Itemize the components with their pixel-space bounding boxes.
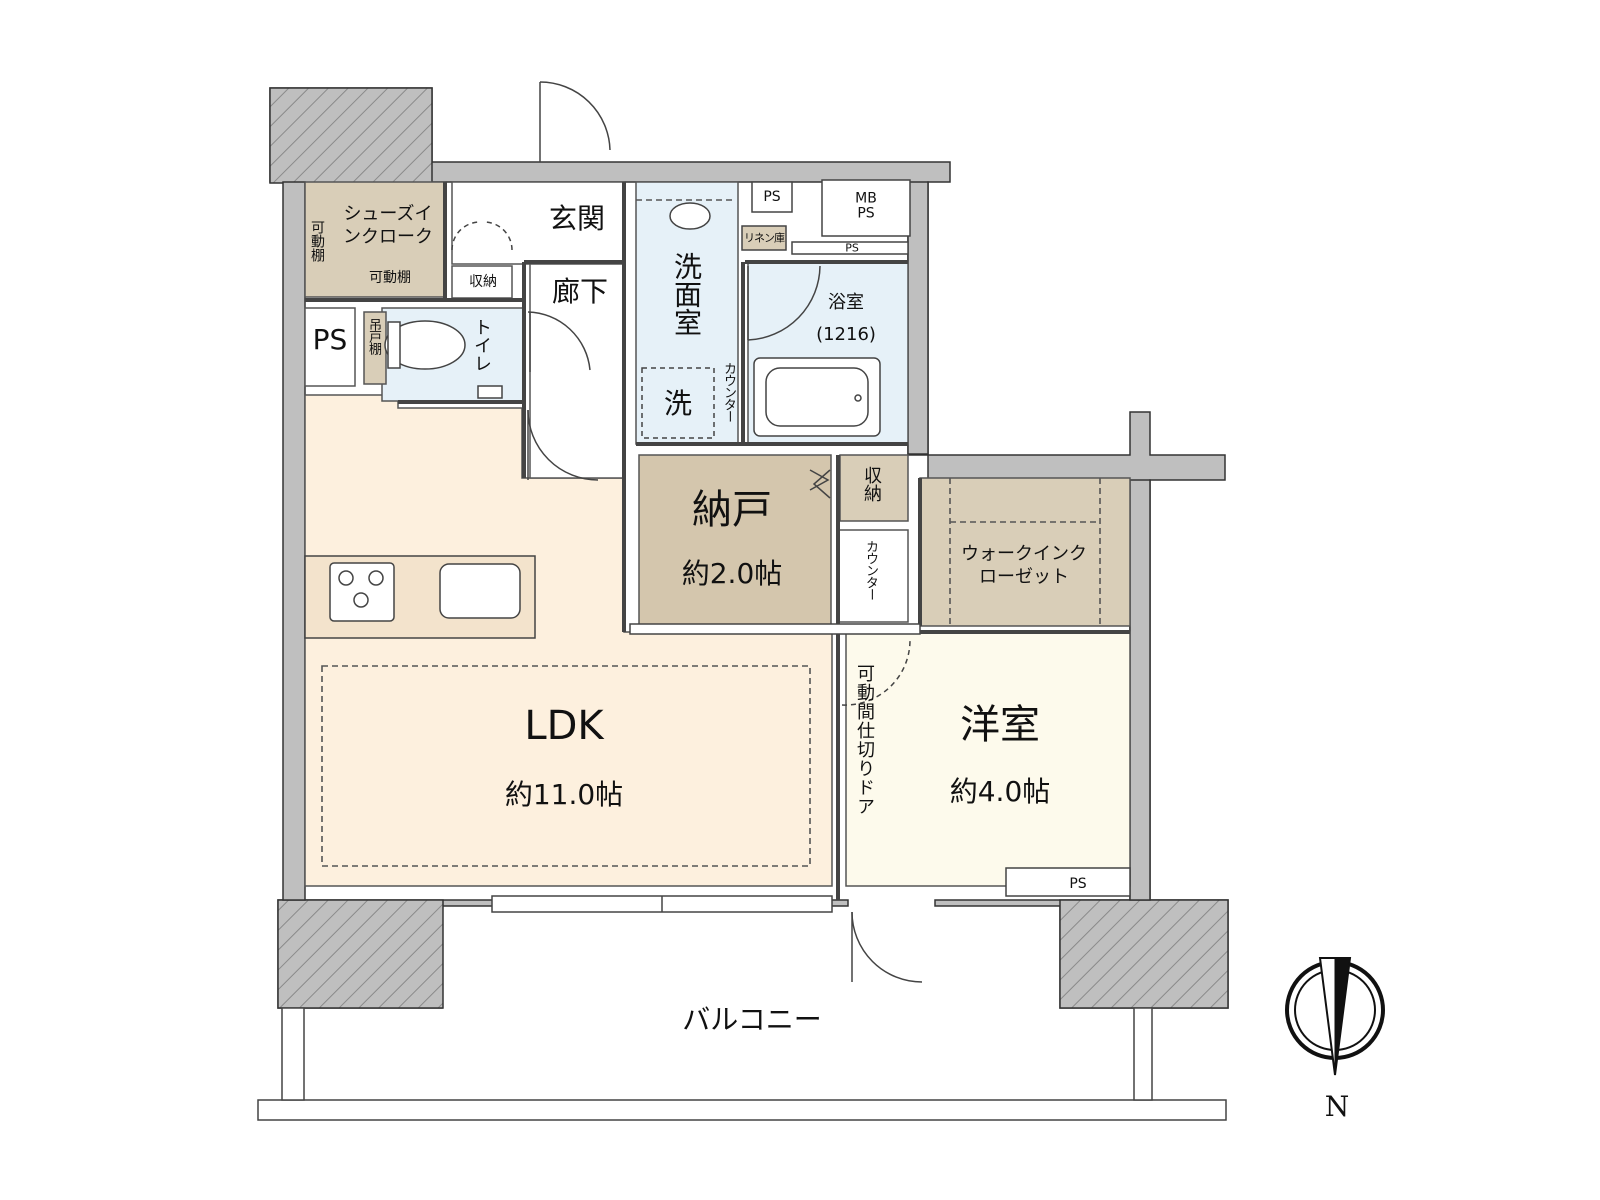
storage-small-floor <box>839 454 909 522</box>
compass-icon <box>1285 957 1385 1076</box>
storage-size: 約2.0帖 <box>681 557 783 590</box>
western-name: 洋室 <box>960 702 1040 748</box>
floors <box>304 181 1131 887</box>
movable-door-label: 可動間仕切りドア <box>854 664 875 816</box>
balcony <box>257 1007 1227 1121</box>
toilet-label: トイレ <box>471 318 492 372</box>
movable-shelf-horizontal: 可動棚 <box>369 270 411 286</box>
ps-strip-label: PS <box>845 241 859 255</box>
counter-storage-label: カウンター <box>863 540 878 600</box>
ldk-size: 約11.0帖 <box>504 778 624 811</box>
storage-floor <box>638 454 832 626</box>
shoes-closet-label: シューズインクローク <box>343 203 433 248</box>
balcony-label: バルコニー <box>682 1003 822 1036</box>
linen-label: リネン庫 <box>744 231 785 245</box>
bath-spec: (1216) <box>816 324 876 345</box>
walk-in-closet-floor <box>919 477 1131 627</box>
western-floor <box>845 631 1131 887</box>
windows <box>491 623 921 913</box>
compass-north-label: N <box>1324 1090 1350 1123</box>
fixtures <box>384 202 881 439</box>
washer-label: 洗 <box>663 387 693 420</box>
ps-boxes <box>741 179 1131 897</box>
doors <box>451 81 923 983</box>
ps-left-label: PS <box>312 323 348 356</box>
western-size: 約4.0帖 <box>949 775 1051 808</box>
sink <box>439 563 521 619</box>
storage-small-label: 収納 <box>469 274 497 290</box>
dashed-guides <box>321 199 1101 867</box>
shoes-closet-floor <box>304 181 446 298</box>
mb-ps-label: MB PS <box>855 190 877 222</box>
storage-vertical-label: 収納 <box>861 466 882 502</box>
toilet-bowl <box>384 320 466 370</box>
wash-basin <box>669 202 711 230</box>
hallway-label: 廊下 <box>551 275 609 308</box>
walk-in-closet-label: ウォークインクローゼット <box>961 543 1087 588</box>
ps-top-label: PS <box>763 189 781 205</box>
washer-box <box>641 367 715 439</box>
storage-name: 納戸 <box>692 487 772 533</box>
stove <box>329 562 395 622</box>
ldk-name: LDK <box>524 703 604 749</box>
counter-wash-label: カウンター <box>721 362 736 422</box>
ps-bottom-label: PS <box>1069 876 1087 892</box>
entrance-floor <box>451 181 625 265</box>
movable-shelf-vertical: 可動棚 <box>309 220 325 262</box>
washroom-label: 洗面室 <box>670 252 703 336</box>
ps-left-box <box>304 307 356 387</box>
kitchen-counter <box>304 555 536 639</box>
entrance-label: 玄関 <box>548 202 606 235</box>
storage-entry <box>451 265 513 299</box>
bath-name: 浴室 <box>828 292 864 313</box>
hanging-shelf-label: 吊戸棚 <box>366 318 381 354</box>
